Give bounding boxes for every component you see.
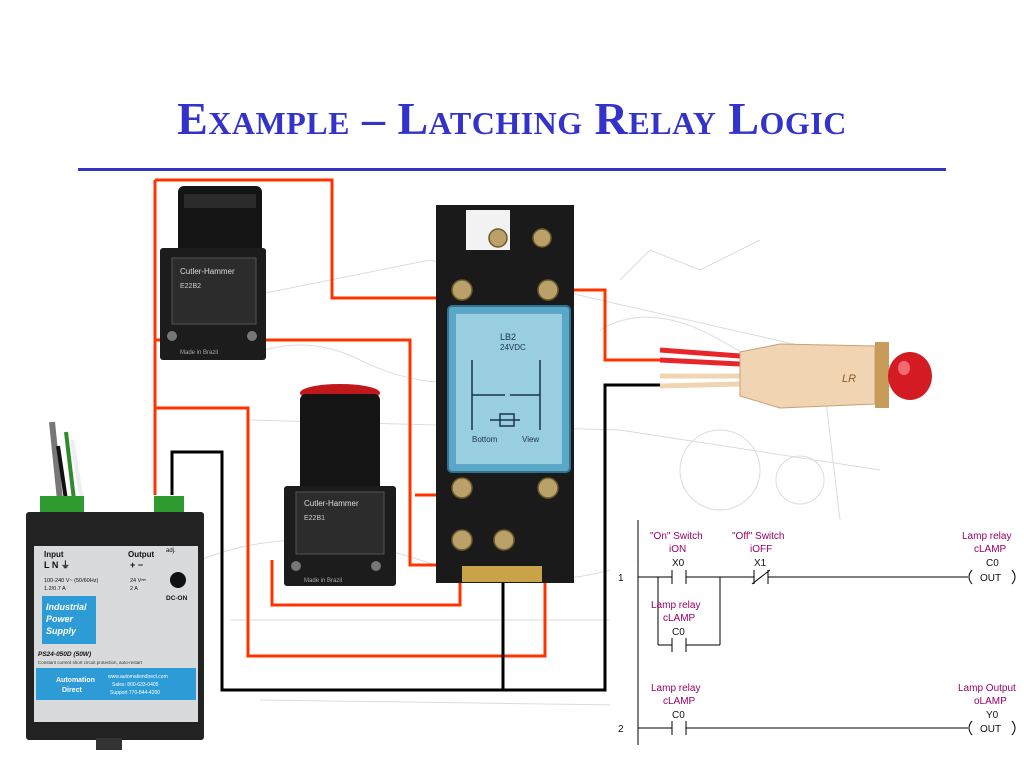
ps-model: PS24-050D (50W) (38, 651, 91, 658)
switch-top-model: E22B2 (180, 283, 201, 290)
switch-bottom-made-in: Made in Brazil (304, 578, 342, 584)
ps-input-spec-1: 100-240 V~ (50/60Hz) (44, 578, 98, 584)
ps-sales-phone: Sales: 800-633-0405 (112, 682, 159, 688)
on-switch-address: X0 (672, 558, 685, 569)
ps-output-terms: + − (130, 560, 143, 570)
latch-contact-title: Lamp relay (651, 600, 700, 611)
ps-output-spec-1: 24 V⎓ (130, 578, 146, 584)
ps-brand-line-2: Power (46, 614, 74, 624)
lamp-mark: LR (842, 373, 856, 385)
red-wires (153, 178, 660, 658)
push-button-switch-top: Cutler-Hammer E22B2 Made in Brazil (160, 186, 266, 360)
ps-input-terms: L N ⏚ (44, 560, 70, 570)
power-supply: Input L N ⏚ 100-240 V~ (50/60Hz) 1.2/0.7… (26, 421, 204, 750)
rung-2-coil-address: Y0 (986, 710, 999, 721)
ps-output-label: Output (128, 550, 155, 559)
slide-title: Example – Latching Relay Logic (177, 93, 847, 144)
ps-input-label: Input (44, 550, 64, 559)
rung-2-contact-tag: cLAMP (663, 696, 696, 707)
ps-ad-logo-2: Direct (62, 687, 83, 694)
ps-input-spec-2: 1.2/0.7 A (44, 586, 66, 592)
rung-2-number: 2 (618, 724, 624, 735)
black-wires (170, 383, 660, 692)
rung-1-number: 1 (618, 573, 624, 584)
ps-note: Constant current short circuit protectio… (38, 660, 143, 665)
ps-support-phone: Support 770-844-4200 (110, 690, 160, 696)
off-switch-title: "Off" Switch (732, 531, 785, 542)
switch-bottom-model: E22B1 (304, 515, 325, 522)
ps-output-spec-2: 2 A (130, 586, 138, 592)
indicator-lamp: LR (659, 342, 932, 409)
title-underline (78, 168, 946, 171)
ladder-diagram: 1 "On" Switch iON X0 "Off" Switch iOFF X… (610, 520, 1024, 768)
rung-2-contact-title: Lamp relay (651, 683, 700, 694)
switch-top-brand: Cutler-Hammer (180, 267, 235, 276)
ps-brand-line-1: Industrial (46, 602, 87, 612)
latch-contact-tag: cLAMP (663, 613, 696, 624)
plug-in-relay: LB2 24VDC Bottom View (447, 305, 571, 473)
ps-website: www.automationdirect.com (108, 674, 168, 680)
switch-bottom-brand: Cutler-Hammer (304, 499, 359, 508)
rung-2-contact-address: C0 (672, 710, 685, 721)
relay-model: LB2 (500, 332, 516, 342)
rung-2-coil-type: OUT (980, 724, 1001, 735)
ps-adj-label: adj. (166, 548, 176, 554)
rung-1-coil-type: OUT (980, 573, 1001, 584)
switch-top-made-in: Made in Brazil (180, 350, 218, 356)
relay-voltage: 24VDC (500, 343, 526, 352)
ps-brand-line-3: Supply (46, 626, 77, 636)
on-switch-tag: iON (669, 544, 686, 555)
off-switch-tag: iOFF (750, 544, 772, 555)
off-switch-address: X1 (754, 558, 767, 569)
ps-ad-logo-1: Automation (56, 677, 95, 684)
latch-contact-address: C0 (672, 627, 685, 638)
rung-1-coil-address: C0 (986, 558, 999, 569)
rung-2-coil-title: Lamp Output (958, 683, 1016, 694)
ps-dc-on-label: DC-ON (166, 595, 188, 602)
rung-1-coil-title: Lamp relay (962, 531, 1011, 542)
rung-2-coil-tag: oLAMP (974, 696, 1007, 707)
on-switch-title: "On" Switch (650, 531, 703, 542)
push-button-switch-bottom: Cutler-Hammer E22B1 Made in Brazil (284, 384, 396, 586)
relay-view-label: View (522, 435, 539, 444)
rung-1-coil-tag: cLAMP (974, 544, 1007, 555)
relay-bottom-label: Bottom (472, 435, 498, 444)
